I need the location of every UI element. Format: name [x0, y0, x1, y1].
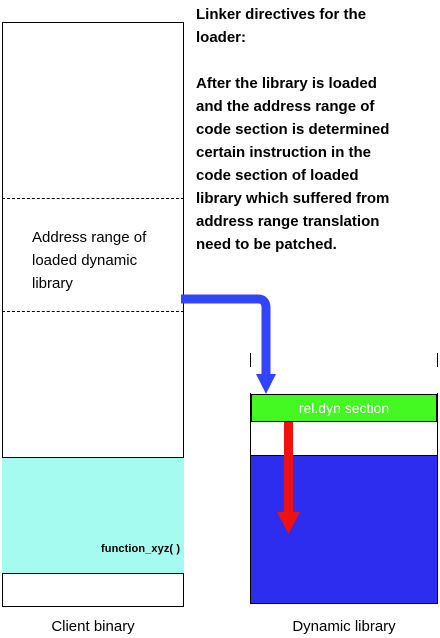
linker-directive-text: Linker directives for the loader: After … [196, 3, 389, 256]
directive-line: After the library is loaded [196, 75, 377, 92]
directive-line: code section is determined [196, 121, 390, 138]
client-code-region [2, 457, 184, 574]
dynamic-library-caption: Dynamic library [292, 618, 396, 635]
address-range-line: Address range of [32, 229, 147, 246]
patch-arrow [284, 422, 293, 514]
directive-line: code section of loaded [196, 167, 359, 184]
client-binary-caption: Client binary [51, 618, 135, 635]
directive-line: library which suffered from [196, 190, 390, 207]
dynamic-library-box [250, 393, 438, 604]
address-range-top-boundary [2, 198, 184, 199]
directive-line: need to be patched. [196, 236, 337, 253]
patch-arrow-head [277, 512, 300, 534]
directive-line: loader: [196, 29, 247, 46]
directive-line: Linker directives for the [196, 6, 367, 23]
dynamic-library-right-tick [437, 353, 438, 367]
address-range-line: loaded dynamic [32, 252, 138, 269]
directive-line: certain instruction in the [196, 144, 372, 161]
address-range-bottom-boundary [2, 311, 184, 312]
address-range-label: Address range of loaded dynamic library [32, 226, 146, 295]
map-arrow-head [256, 374, 276, 394]
directive-line: and the address range of [196, 98, 375, 115]
function-label: function_xyz( ) [101, 543, 181, 555]
dynamic-library-left-tick [250, 353, 251, 367]
directive-line: address range translation [196, 213, 380, 230]
address-range-line: library [32, 275, 73, 292]
rel-dyn-section: rel.dyn section [251, 394, 437, 422]
library-code-region [251, 455, 437, 603]
map-arrow [181, 294, 271, 376]
